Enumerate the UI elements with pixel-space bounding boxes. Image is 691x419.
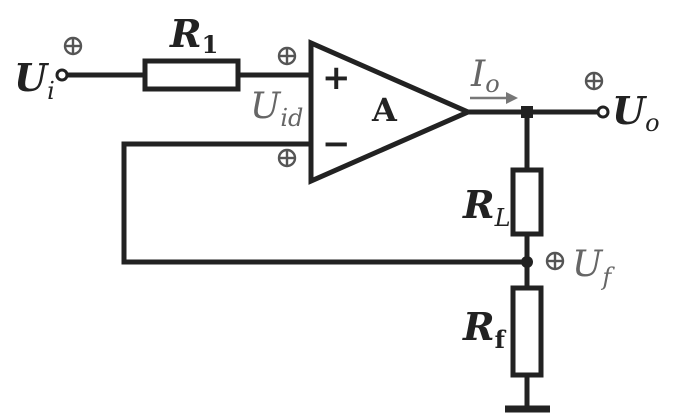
feedback-junction-node	[521, 256, 533, 268]
output-junction-node	[521, 106, 533, 118]
current-arrow-icon	[470, 92, 518, 104]
label-output-voltage: Uo	[612, 88, 660, 137]
op-amp	[308, 39, 475, 185]
amplifier-label: A	[371, 91, 398, 129]
label-load-resistor: RL	[462, 182, 511, 232]
label-feedback-resistor: Rf	[462, 304, 507, 354]
polarity-plus-icon	[277, 148, 297, 168]
label-input-resistor: R1	[169, 11, 218, 59]
label-differential-voltage: Uid	[250, 86, 303, 132]
inverting-input-sign: −	[322, 124, 351, 164]
label-input-voltage: Ui	[14, 55, 55, 105]
polarity-plus-icon	[545, 251, 565, 271]
resistor-r1	[142, 58, 241, 92]
wire-feedback-loop	[121, 141, 530, 265]
label-output-current: Io	[470, 54, 500, 98]
polarity-plus-icon	[277, 46, 297, 66]
resistor-rl	[510, 167, 544, 237]
input-terminal	[55, 68, 69, 82]
label-feedback-voltage: Uf	[572, 244, 615, 291]
output-terminal	[596, 105, 610, 119]
resistor-rf	[510, 285, 544, 378]
polarity-plus-icon	[584, 71, 604, 91]
polarity-markers	[63, 36, 604, 271]
polarity-plus-icon	[63, 36, 83, 56]
noninverting-input-sign: +	[322, 58, 351, 98]
